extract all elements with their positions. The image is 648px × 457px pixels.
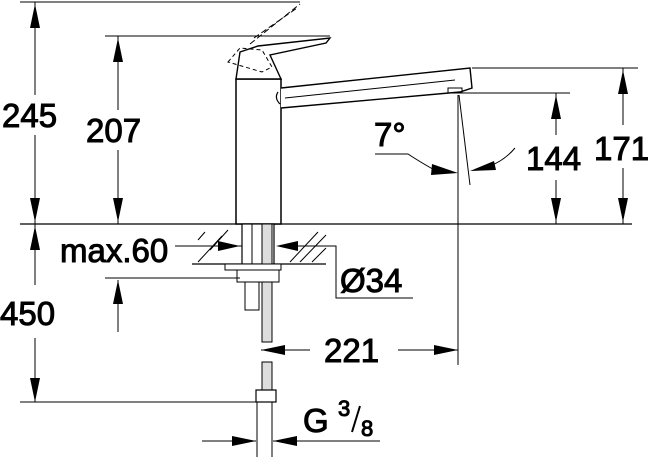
thread-g-label: G — [303, 402, 329, 439]
faucet-body — [235, 78, 282, 225]
spout-angle-label: 7° — [374, 116, 406, 153]
thread-fraction-slash — [351, 405, 361, 433]
lever — [235, 37, 332, 80]
hose — [261, 223, 273, 343]
dim-221-label: 221 — [324, 332, 379, 369]
dim-144-label: 144 — [526, 140, 581, 177]
dim-207-label: 207 — [86, 112, 141, 149]
dim-245-label: 245 — [2, 97, 57, 134]
dim-450-label: 450 — [0, 295, 55, 332]
thread-denominator: 8 — [361, 416, 373, 441]
dim-171-label: 171 — [594, 130, 648, 167]
max-deck-thickness-label: max.60 — [60, 232, 168, 269]
hole-diameter-label: Ø34 — [340, 262, 402, 299]
thread-numerator: 3 — [338, 396, 350, 421]
